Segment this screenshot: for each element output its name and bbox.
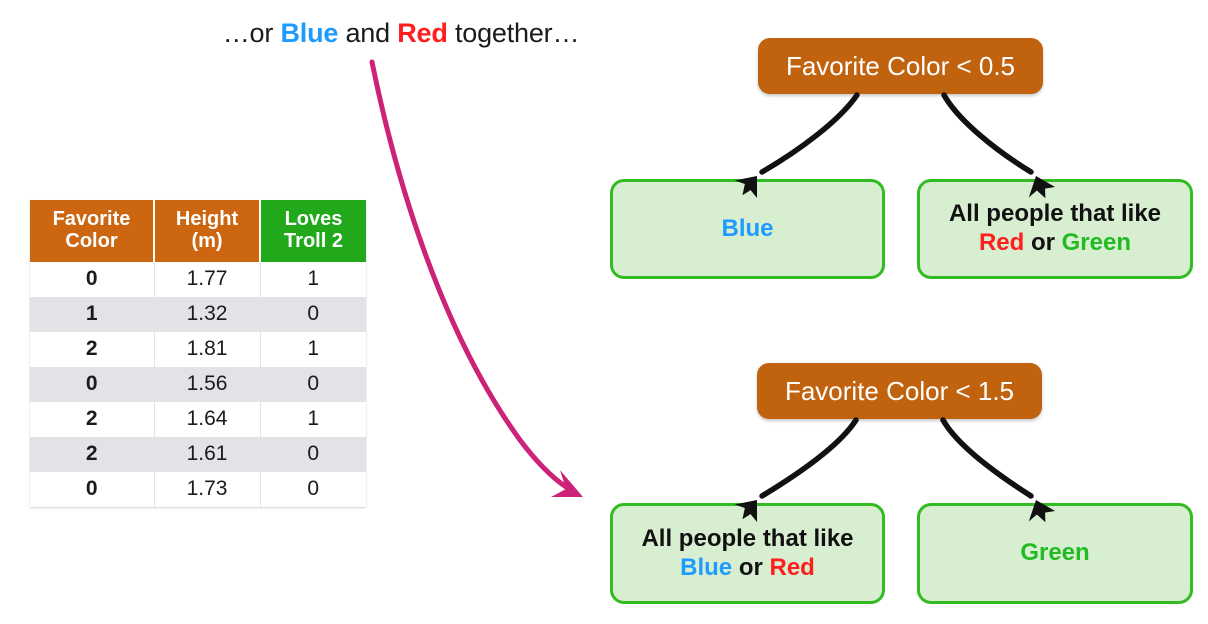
cell-height: 1.73 <box>154 471 261 507</box>
caption-segment: and <box>338 18 398 48</box>
column-header-height: Height(m) <box>154 200 261 262</box>
node-leaf-top-left[interactable]: Blue <box>610 179 885 279</box>
cell-favorite-color: 1 <box>30 296 155 332</box>
cell-favorite-color: 2 <box>30 331 155 367</box>
header-line: Color <box>65 230 118 253</box>
leaf-color-line: Blue or Red <box>641 554 853 583</box>
cell-loves-troll2: 0 <box>307 441 320 465</box>
leaf-segment: or <box>732 553 770 581</box>
cell-height: 1.61 <box>154 436 261 472</box>
cell-height: 1.77 <box>154 261 261 297</box>
leaf-text: Blue <box>721 215 773 244</box>
cell-favorite-color: 2 <box>30 401 155 437</box>
cell-favorite-color: 2 <box>30 436 155 472</box>
leaf-lead-text: All people that like <box>641 524 854 552</box>
leaf-color-line: Green <box>1020 539 1089 568</box>
cell-height: 1.81 <box>154 331 261 367</box>
cell-height: 1.56 <box>154 366 261 402</box>
cell-favorite-color: 0 <box>30 471 155 507</box>
leaf-segment: Blue <box>721 214 774 242</box>
cell-height: 1.64 <box>154 401 261 437</box>
cell-height: 1.32 <box>154 296 261 332</box>
leaf-color-line: Red or Green <box>949 229 1161 258</box>
cell-loves-troll2: 0 <box>307 476 320 500</box>
leaf-text: Green <box>1020 539 1089 568</box>
caption-segment: Blue <box>280 18 339 48</box>
cell-loves-troll2: 1 <box>307 406 320 430</box>
leaf-color-line: Blue <box>721 215 773 244</box>
cell-loves-troll2: 1 <box>307 336 320 360</box>
header-line: (m) <box>191 230 223 253</box>
caption-segment: Red <box>397 18 448 48</box>
node-root-bottom[interactable]: Favorite Color < 1.5 <box>757 363 1042 419</box>
cell-favorite-color: 0 <box>30 366 155 402</box>
caption-segment: together… <box>447 18 580 48</box>
leaf-segment: Green <box>1020 539 1090 567</box>
cell-loves-troll2: 0 <box>307 371 320 395</box>
leaf-segment: Red <box>978 229 1025 256</box>
leaf-segment: or <box>1024 229 1062 256</box>
leaf-segment: Green <box>1061 229 1132 256</box>
header-line: Loves <box>284 208 343 230</box>
pink-curved-arrow <box>369 59 583 497</box>
header-line: Height <box>175 208 239 230</box>
cell-loves-troll2: 0 <box>307 301 320 325</box>
header-line: Troll 2 <box>284 230 343 253</box>
node-leaf-bottom-right[interactable]: Green <box>917 503 1193 604</box>
node-root-top[interactable]: Favorite Color < 0.5 <box>758 38 1043 94</box>
leaf-lead-text: All people that like <box>948 200 1162 228</box>
caption-segment: …or <box>222 18 281 48</box>
page-title: …or Blue and Red together… <box>186 18 616 49</box>
cell-favorite-color: 0 <box>30 261 155 297</box>
header-line: Favorite <box>52 208 131 230</box>
leaf-segment: Blue <box>680 553 733 581</box>
leaf-segment: Red <box>769 553 815 581</box>
cell-loves-troll2: 1 <box>307 266 320 290</box>
